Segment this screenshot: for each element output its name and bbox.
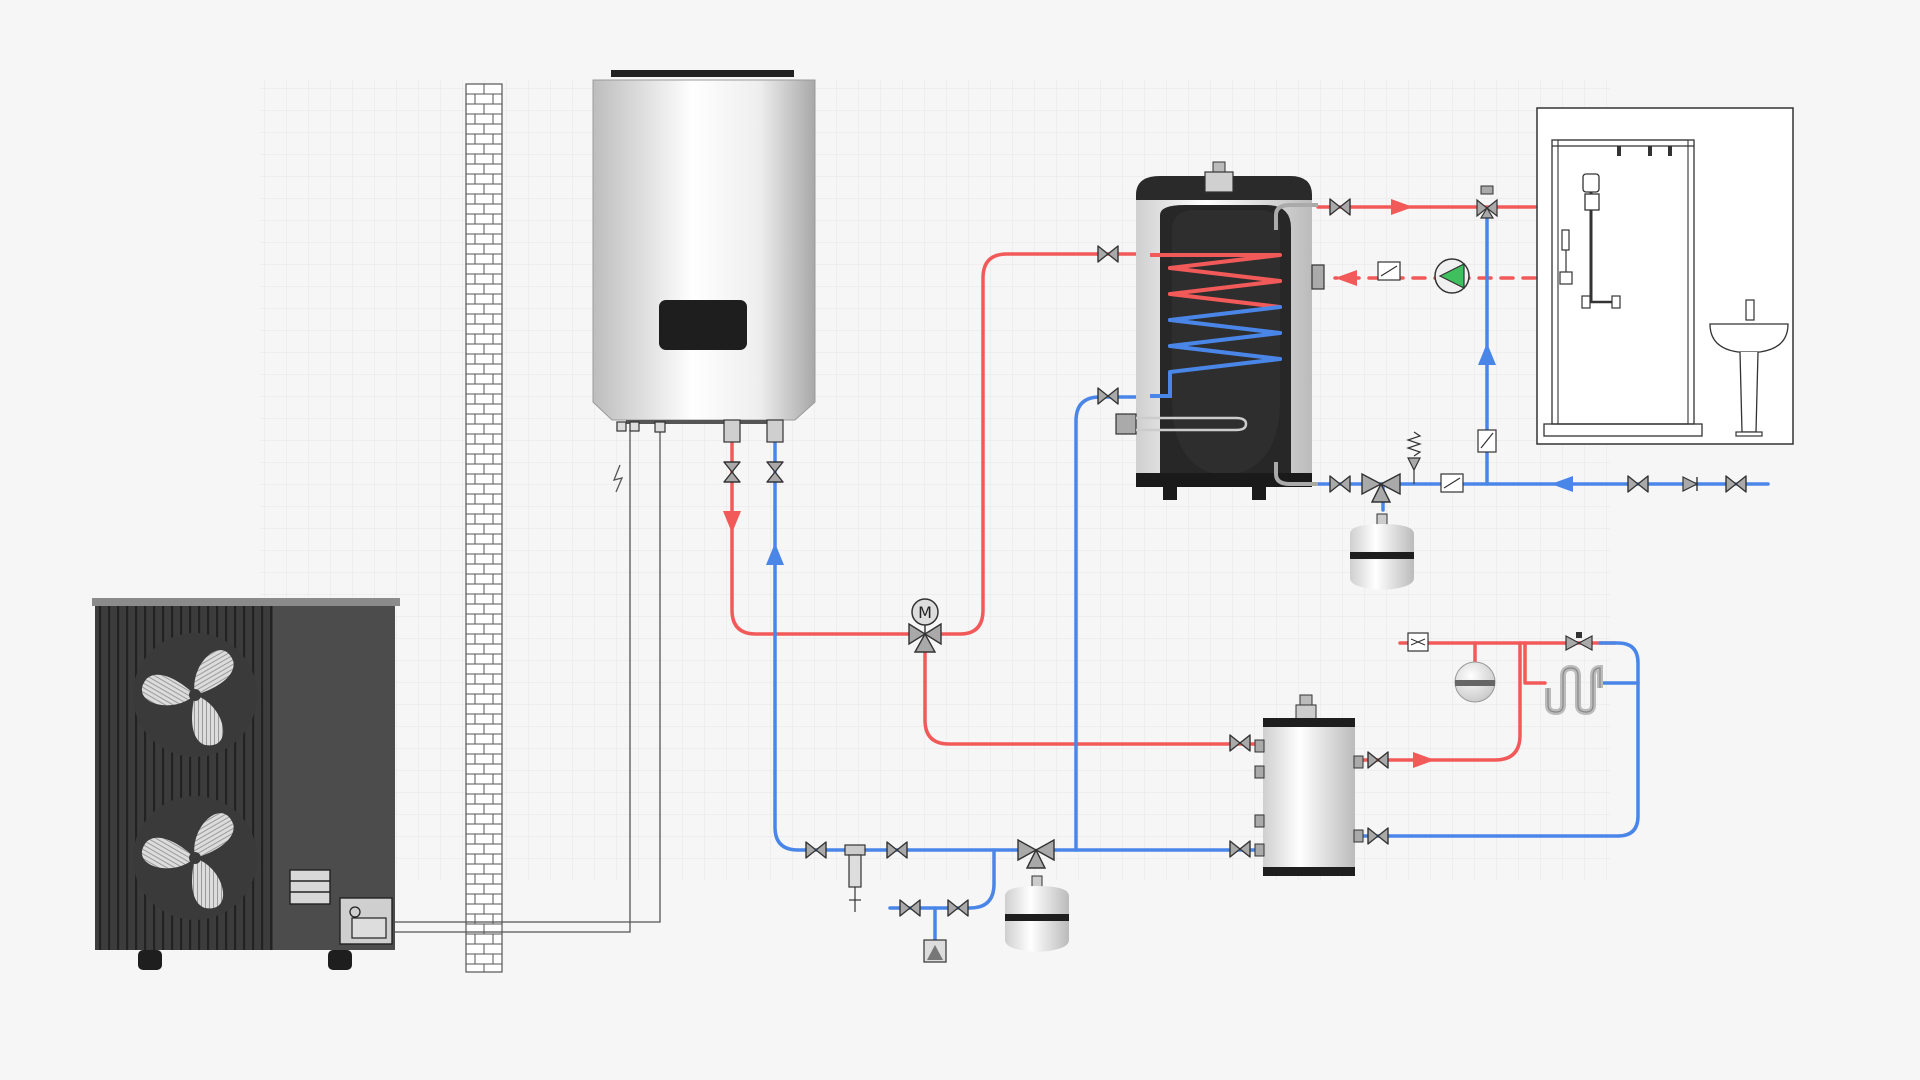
expansion-vessel-icon — [1454, 661, 1496, 703]
flow-arrow-icon — [723, 511, 741, 533]
coil-segment — [1168, 357, 1282, 374]
valve-icon — [766, 461, 784, 483]
flow-arrow-icon — [1413, 752, 1435, 768]
circulation-pump-icon — [1434, 258, 1470, 294]
coil-segment — [1168, 318, 1282, 335]
safety-valve-icon — [1406, 431, 1422, 484]
valve-icon — [1725, 475, 1747, 493]
coil-segment — [1168, 305, 1282, 322]
valve-icon — [723, 461, 741, 483]
radiator-icon — [1545, 664, 1603, 716]
flow-arrows — [723, 199, 1573, 768]
motor-valve-label: M — [918, 603, 932, 622]
control-wiring — [395, 430, 661, 933]
vent-icon — [289, 869, 331, 905]
check-valve-icon — [1682, 476, 1699, 492]
valve-icon — [1367, 827, 1389, 845]
valve-icon — [1627, 475, 1649, 493]
flow-connection-icon — [723, 419, 784, 443]
indoor-unit-icon — [592, 70, 816, 443]
filling-unit-icon — [923, 939, 947, 963]
zone-valve-icon — [1565, 632, 1593, 652]
thermostatic-mixing-valve-icon — [1476, 185, 1498, 219]
flow-arrow-icon — [1551, 476, 1573, 492]
valve-icon — [1229, 840, 1251, 858]
mixing-valve-icon — [1017, 838, 1055, 869]
valve-icon — [805, 841, 827, 859]
hot-water-cylinder-icon — [1115, 161, 1325, 500]
sink-icon — [1709, 299, 1789, 437]
motorized-three-way-valve-icon: M — [908, 598, 942, 653]
coil-segment — [1168, 331, 1282, 348]
fan-icon — [133, 633, 257, 757]
electrical-connector-icon — [616, 421, 666, 433]
valve-icon — [1229, 734, 1251, 752]
mixing-valve-icon — [1361, 472, 1401, 503]
strainer-icon — [844, 844, 866, 912]
flow-arrow-icon — [1391, 199, 1413, 215]
valve-icon — [899, 899, 921, 917]
electric-heater-icon — [1115, 413, 1248, 435]
coil-segment — [1168, 292, 1282, 309]
buffer-tank-icon — [1254, 694, 1364, 876]
coil-icon — [1150, 253, 1282, 398]
coil-segment — [1168, 266, 1282, 283]
coil-segment — [1168, 253, 1282, 270]
air-separator-icon — [1407, 632, 1429, 652]
valve-icon — [1329, 475, 1351, 493]
valve-icon — [1329, 198, 1351, 216]
flow-arrow-icon — [766, 543, 784, 565]
display-screen — [659, 300, 747, 350]
valve-icon — [1097, 245, 1119, 263]
air-vent-icon — [1204, 161, 1234, 193]
valve-icon — [947, 899, 969, 917]
outdoor-heat-pump-icon — [92, 598, 400, 970]
coil-outlet — [1150, 372, 1172, 398]
shower-icon — [1543, 139, 1703, 437]
terminal-box-icon — [339, 897, 393, 945]
sensor-icon — [1311, 264, 1325, 290]
valve-icon — [1097, 387, 1119, 405]
expansion-vessel-icon — [1005, 875, 1069, 952]
valve-group — [723, 198, 1747, 917]
coil-segment — [1168, 279, 1282, 296]
expansion-vessel-icon — [1350, 513, 1414, 590]
coil-segment — [1168, 344, 1282, 361]
fan-icon — [133, 796, 257, 920]
check-valve-icon — [1377, 261, 1497, 493]
valve-icon — [886, 841, 908, 859]
flow-arrow-icon — [1335, 270, 1357, 286]
flow-arrow-icon — [1478, 343, 1496, 365]
bathroom-icon — [1536, 107, 1794, 445]
valve-icon — [1367, 751, 1389, 769]
brick-wall — [465, 83, 503, 973]
